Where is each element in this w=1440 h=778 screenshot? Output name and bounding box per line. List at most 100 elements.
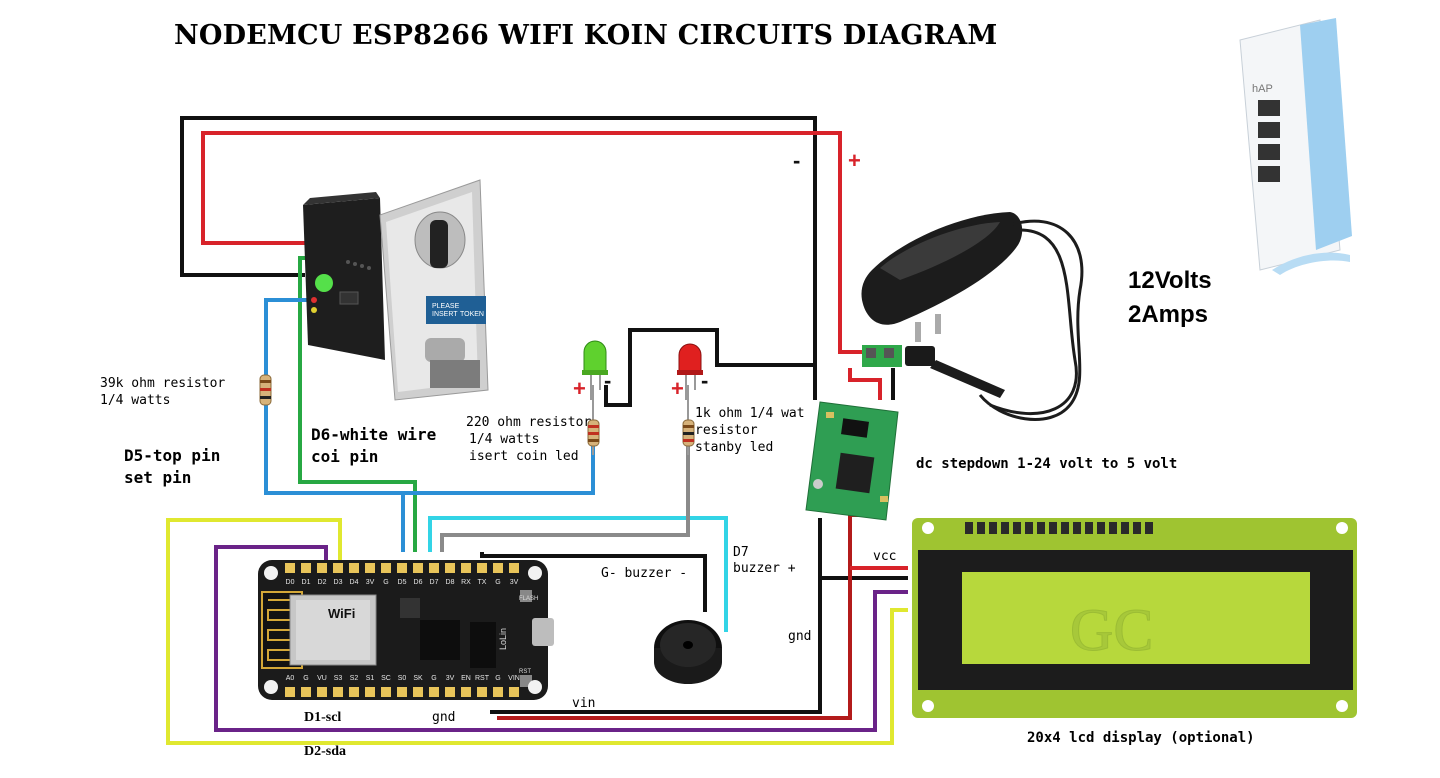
coin-sign-line3: TOKEN <box>460 311 484 318</box>
top-pin-pad-d8 <box>445 563 455 573</box>
bottom-pin-label-sc: SC <box>381 675 391 682</box>
minus-sign-red-led: - <box>701 368 709 393</box>
bottom-pin-pad-rst <box>477 687 487 697</box>
label-standby-led: stanby led <box>695 440 774 455</box>
bottom-pin-label-3v: 3V <box>446 675 455 682</box>
top-pin-pad-d6 <box>413 563 423 573</box>
wire-black-buzzer <box>480 552 707 612</box>
dc-adapter <box>861 212 1084 421</box>
top-pin-label-d0: D0 <box>286 579 295 586</box>
resistor-220 <box>587 385 600 455</box>
top-pin-label-3v: 3V <box>510 579 519 586</box>
bottom-pin-label-sk: SK <box>413 675 423 682</box>
bottom-pin-label-g: G <box>495 675 500 682</box>
wire-red-jack <box>848 368 882 400</box>
label-buzzer-plus: buzzer + <box>733 561 796 576</box>
lcd-header-pin <box>1097 522 1105 534</box>
router-brand: hAP <box>1252 83 1273 95</box>
wire-blue-led-green <box>403 445 595 495</box>
minus-sign-adapter: - <box>793 148 801 173</box>
coin-acceptor: PLEASE INSERT TOKEN <box>303 179 489 401</box>
label-d6-coi-pin: coi pin <box>311 447 379 466</box>
top-pin-label-d8: D8 <box>446 579 455 586</box>
wire-green-d6 <box>298 256 417 552</box>
wire-black-coin-loop <box>180 116 817 400</box>
lcd-header-pin <box>1037 522 1045 534</box>
lcd-header-pin <box>1013 522 1021 534</box>
top-pin-pad-g <box>493 563 503 573</box>
label-1k-resistor: 1k ohm 1/4 wat <box>695 406 805 421</box>
bottom-pin-label-s0: S0 <box>398 675 407 682</box>
bottom-pin-label-rst: RST <box>475 675 490 682</box>
top-pin-pad-d4 <box>349 563 359 573</box>
plus-sign-adapter: + <box>848 148 861 173</box>
lcd-header-pin <box>1121 522 1129 534</box>
coin-sign-line2: INSERT <box>432 311 458 318</box>
top-pin-label-tx: TX <box>478 579 487 586</box>
top-pin-pad-d7 <box>429 563 439 573</box>
top-pin-pad-3v <box>365 563 375 573</box>
label-vcc: vcc <box>873 549 897 564</box>
top-pin-label-d6: D6 <box>414 579 423 586</box>
lcd-header-pin <box>1133 522 1141 534</box>
top-pin-label-g: G <box>495 579 500 586</box>
coin-sign-line1: PLEASE <box>432 303 460 310</box>
top-pin-label-3v: 3V <box>366 579 375 586</box>
resistor-39k <box>259 374 272 406</box>
top-pin-label-d3: D3 <box>334 579 343 586</box>
red-led <box>677 343 703 400</box>
wifi-logo: WiFi <box>328 606 355 621</box>
bottom-pin-label-g: G <box>303 675 308 682</box>
wire-blue-d5 <box>264 298 405 552</box>
top-pin-pad-3v <box>509 563 519 573</box>
bottom-pin-label-s1: S1 <box>366 675 375 682</box>
bottom-pin-pad-g <box>493 687 503 697</box>
lcd-watermark-logo: GC <box>1070 597 1153 663</box>
stepdown-module <box>805 401 899 521</box>
diagram-title: NODEMCU ESP8266 WIFI KOIN CIRCUITS DIAGR… <box>174 20 998 51</box>
top-pin-pad-tx <box>477 563 487 573</box>
plus-sign-green-led: + <box>573 376 586 401</box>
lcd-header-pin <box>965 522 973 534</box>
wire-purple-sda <box>214 545 908 732</box>
lcd-header-pin <box>1061 522 1069 534</box>
lcd-header-pin <box>1145 522 1153 534</box>
label-d2-sda: D2-sda <box>304 744 347 759</box>
lcd-header-pin <box>1109 522 1117 534</box>
label-insert-coin-led: isert coin led <box>469 449 579 464</box>
label-gnd-right: gnd <box>788 629 812 644</box>
bottom-pin-pad-3v <box>445 687 455 697</box>
flash-label: FLASH <box>519 596 538 602</box>
minus-sign-green-led: - <box>604 368 612 393</box>
bottom-pin-label-vu: VU <box>317 675 327 682</box>
wire-black-gnd <box>490 518 822 714</box>
lcd-header-pin <box>1001 522 1009 534</box>
lcd-header-pin <box>1085 522 1093 534</box>
label-d5-top-pin: D5-top pin <box>124 446 221 465</box>
top-pin-label-d7: D7 <box>430 579 439 586</box>
wire-black-led-neg <box>604 328 815 407</box>
label-39k-resistor: 39k ohm resistor <box>100 376 226 391</box>
bottom-pin-pad-sk <box>413 687 423 697</box>
wires <box>166 116 908 745</box>
label-vin: vin <box>572 696 596 711</box>
label-1k-resistor-word: resistor <box>695 423 758 438</box>
top-pin-pad-g <box>381 563 391 573</box>
bottom-pin-pad-sc <box>381 687 391 697</box>
resistor-1k <box>682 385 695 455</box>
label-220-watts: 1/4 watts <box>469 432 540 447</box>
wire-red-coin-loop <box>201 131 862 354</box>
lcd-header-pin <box>1025 522 1033 534</box>
label-39k-watts: 1/4 watts <box>100 393 171 408</box>
top-pin-label-d1: D1 <box>302 579 311 586</box>
bottom-pin-pad-en <box>461 687 471 697</box>
bottom-pin-label-en: EN <box>461 675 471 682</box>
bottom-pin-pad-s0 <box>397 687 407 697</box>
wire-gray-standby <box>440 445 690 552</box>
plus-sign-red-led: + <box>671 376 684 401</box>
